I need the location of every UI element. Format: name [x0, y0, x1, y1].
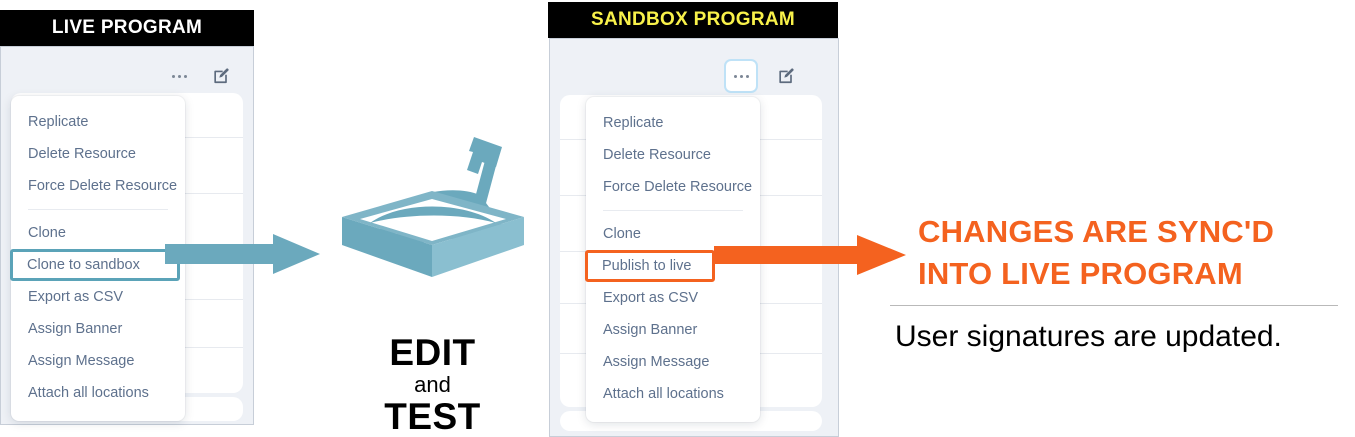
menu-item-force-delete-resource[interactable]: Force Delete Resource: [603, 179, 753, 195]
menu-item-assign-message[interactable]: Assign Message: [28, 353, 135, 369]
ellipsis-icon: [733, 74, 749, 78]
arrow-live-to-sandbox: [165, 234, 320, 274]
arrow-sandbox-to-live: [714, 235, 906, 275]
sync-headline-line2: INTO LIVE PROGRAM: [918, 256, 1243, 291]
test-label: TEST: [384, 396, 481, 437]
menu-item-clone-to-sandbox[interactable]: Clone to sandbox: [10, 249, 180, 281]
edit-and-test-label: EDIT and TEST: [330, 334, 535, 436]
sandbox-program-title: SANDBOX PROGRAM: [590, 9, 795, 30]
sandbox-program-header: SANDBOX PROGRAM: [548, 2, 838, 38]
menu-item-export-as-csv[interactable]: Export as CSV: [603, 290, 699, 306]
menu-separator: [28, 209, 168, 210]
menu-item-assign-banner[interactable]: Assign Banner: [603, 322, 698, 338]
sync-headline-line1: CHANGES ARE SYNC'D: [918, 214, 1275, 249]
edit-square-icon: [779, 68, 794, 84]
edit-label: EDIT: [389, 332, 476, 373]
menu-separator: [603, 210, 743, 211]
menu-item-attach-all-locations[interactable]: Attach all locations: [603, 386, 724, 402]
menu-item-clone[interactable]: Clone: [603, 226, 641, 242]
live-program-header: LIVE PROGRAM: [0, 10, 254, 46]
menu-item-replicate[interactable]: Replicate: [603, 115, 664, 131]
live-more-button[interactable]: [162, 59, 196, 93]
sandbox-edit-button[interactable]: [769, 59, 803, 93]
menu-item-publish-to-live[interactable]: Publish to live: [585, 250, 715, 282]
and-label: and: [414, 372, 451, 397]
menu-item-clone[interactable]: Clone: [28, 225, 66, 241]
edit-square-icon: [214, 68, 229, 84]
menu-item-assign-message[interactable]: Assign Message: [603, 354, 710, 370]
sandbox-with-shovel-icon: [330, 135, 535, 295]
menu-item-export-as-csv[interactable]: Export as CSV: [28, 289, 124, 305]
live-context-menu[interactable]: Replicate Delete Resource Force Delete R…: [10, 96, 185, 421]
live-program-title: LIVE PROGRAM: [51, 17, 203, 38]
menu-item-attach-all-locations[interactable]: Attach all locations: [28, 385, 149, 401]
message-divider: [890, 305, 1338, 306]
sandbox-more-button[interactable]: [724, 59, 758, 93]
menu-item-delete-resource[interactable]: Delete Resource: [603, 147, 711, 163]
menu-item-delete-resource[interactable]: Delete Resource: [28, 146, 136, 162]
menu-item-force-delete-resource[interactable]: Force Delete Resource: [28, 178, 178, 194]
live-edit-button[interactable]: [204, 59, 238, 93]
menu-item-assign-banner[interactable]: Assign Banner: [28, 321, 123, 337]
menu-item-replicate[interactable]: Replicate: [28, 114, 89, 130]
sync-subtext: User signatures are updated.: [895, 320, 1282, 353]
ellipsis-icon: [171, 74, 187, 78]
